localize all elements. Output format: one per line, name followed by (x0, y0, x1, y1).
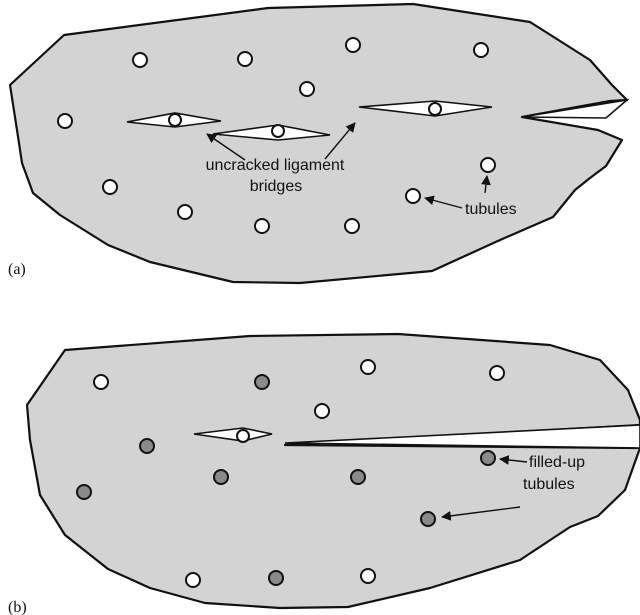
panel-a-tubule (58, 114, 72, 128)
panel-a-tubule (178, 205, 192, 219)
panel-a-tissue-outline (10, 4, 627, 283)
panel-b-tubule-filled (255, 375, 269, 389)
panel-b-tubule-open (490, 366, 504, 380)
panel-a-tubules-label: tubules (465, 201, 517, 218)
panel-a-bridges-label-line2: bridges (250, 178, 302, 195)
panel-b-tubule-open (94, 375, 108, 389)
panel-b-tubule-filled (77, 485, 91, 499)
panel-b-tubule-filled (214, 470, 228, 484)
panel-a-tubule (238, 52, 252, 66)
panel-b-tubule-in-crack (237, 430, 249, 442)
panel-a-tubule (133, 53, 147, 67)
panel-b-tubule-filled (481, 451, 495, 465)
panel-a-tubule-in-crack-2 (272, 125, 284, 137)
panel-a-tubule-in-crack-1 (169, 114, 181, 126)
panel-b-label: (b) (8, 599, 27, 615)
panel-a-tubule (406, 189, 420, 203)
panel-b-tissue-outline (27, 334, 640, 608)
panel-a-tubule (255, 219, 269, 233)
panel-b-tubule-open (315, 404, 329, 418)
panel-b-filled-label-line2: tubules (523, 476, 575, 493)
panel-a-bridges-label-line1: uncracked ligament (206, 157, 345, 174)
panel-a-tubule (103, 180, 117, 194)
panel-b-tubule-filled (140, 439, 154, 453)
panel-a-label: (a) (8, 261, 26, 278)
panel-a-tubule-in-crack-3 (429, 103, 441, 115)
panel-a-tubule (474, 43, 488, 57)
panel-b-filled-label-line1: filled-up (529, 454, 585, 471)
panel-b-tubule-open (186, 573, 200, 587)
panel-a-tubule (481, 158, 495, 172)
panel-a-tubule (346, 38, 360, 52)
panel-b-tubule-open (361, 569, 375, 583)
panel-a-tubule (300, 82, 314, 96)
panel-b-tubule-filled (351, 470, 365, 484)
panel-b-tubule-open (361, 360, 375, 374)
panel-a-tubule (345, 219, 359, 233)
panel-b-tubule-filled (269, 571, 283, 585)
panel-b: filled-up tubules (b) (8, 334, 640, 615)
panel-a: uncracked ligament bridges tubules (a) (8, 4, 627, 283)
panel-b-tubule-filled (421, 512, 435, 526)
